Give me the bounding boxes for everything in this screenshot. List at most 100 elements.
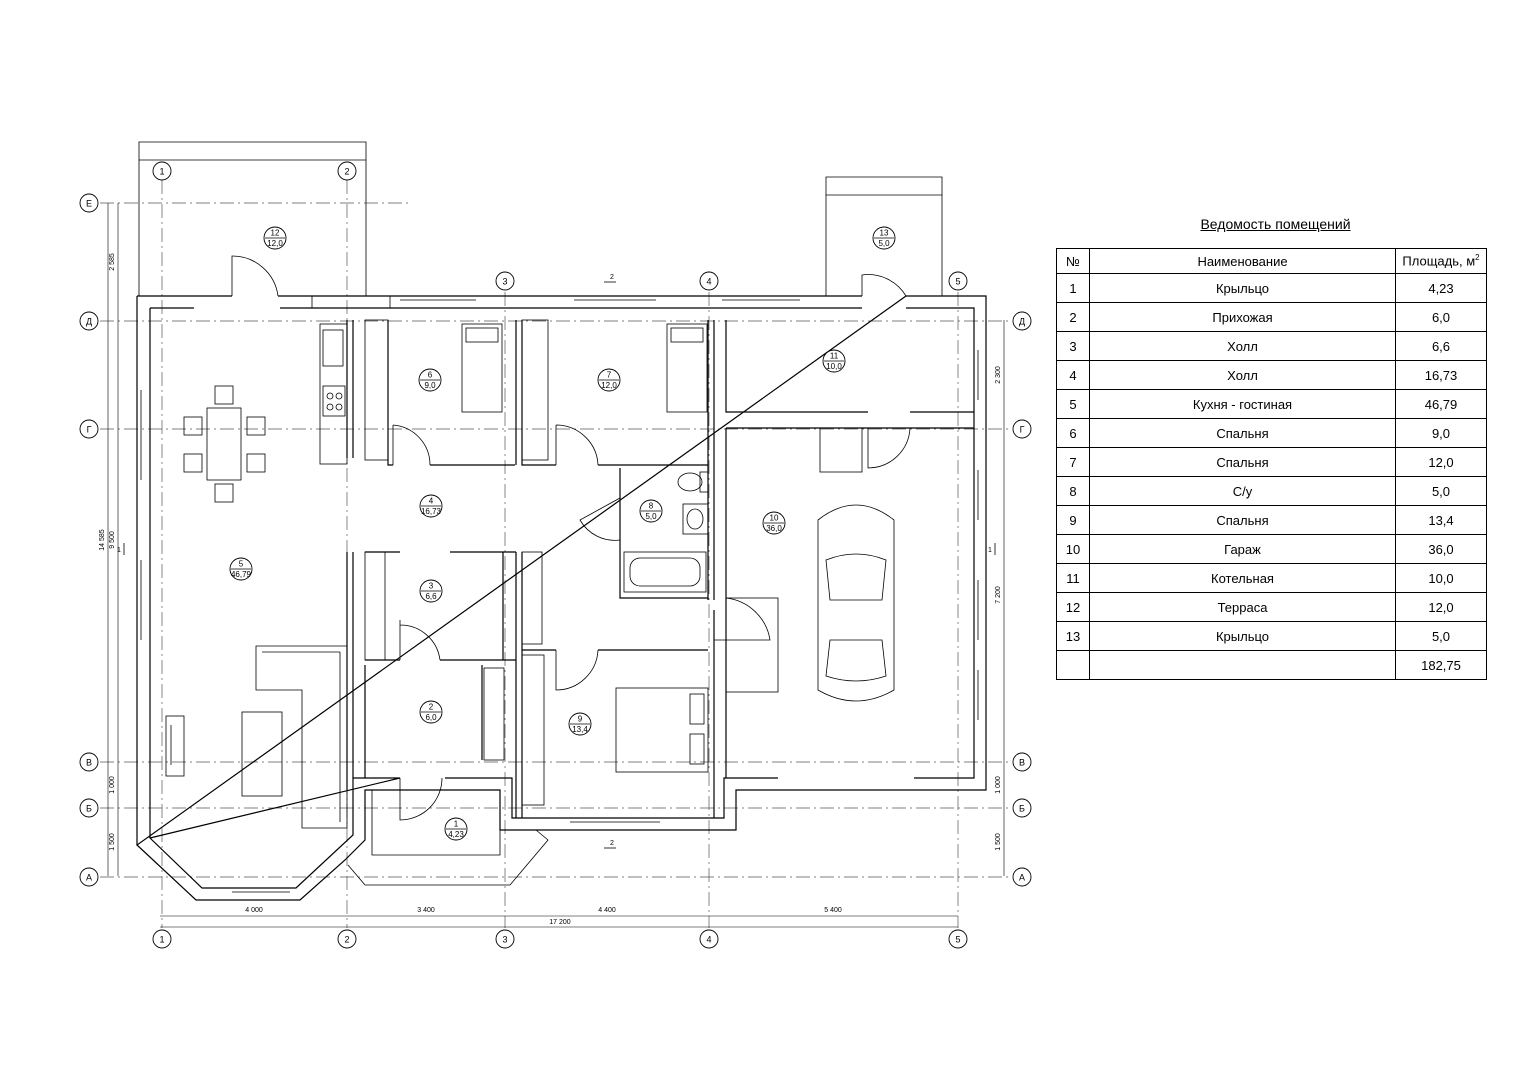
dimension-label: 4 000 — [245, 907, 263, 914]
room-tag-number: 3 — [429, 582, 434, 591]
cell-area: 10,0 — [1395, 563, 1487, 593]
section-mark-label: 2 — [610, 274, 614, 281]
cell-area: 13,4 — [1395, 505, 1487, 535]
dimension-lines — [107, 203, 1005, 928]
axis-label: Д — [1019, 317, 1025, 327]
room-tag-area: 36,0 — [766, 524, 782, 533]
cell-area: 36,0 — [1395, 534, 1487, 564]
cell-area: 12,0 — [1395, 447, 1487, 477]
axis-bubble — [79, 419, 99, 439]
room-tag-number: 4 — [429, 497, 434, 506]
cell-area: 5,0 — [1395, 476, 1487, 506]
dimension-label: 5 400 — [824, 907, 842, 914]
cell-number: 5 — [1056, 389, 1090, 419]
section-mark-label: 1 — [988, 547, 992, 554]
cell-area: 16,73 — [1395, 360, 1487, 390]
axis-label: 4 — [706, 277, 711, 287]
header-number: № — [1056, 248, 1090, 274]
cell-area: 9,0 — [1395, 418, 1487, 448]
cell-name: Крыльцо — [1089, 273, 1396, 303]
cell-number: 4 — [1056, 360, 1090, 390]
cell-empty — [1056, 650, 1090, 680]
cell-number: 3 — [1056, 331, 1090, 361]
doors — [231, 255, 911, 821]
axis-label: 3 — [502, 935, 507, 945]
axis-label: Е — [86, 199, 92, 209]
exterior-walls — [136, 295, 987, 901]
room-tag-number: 1 — [454, 820, 459, 829]
cell-name: Спальня — [1089, 505, 1396, 535]
cell-area: 12,0 — [1395, 592, 1487, 622]
terrace-outline — [138, 141, 367, 296]
axis-label: Б — [1019, 804, 1025, 814]
axis-label: 4 — [706, 935, 711, 945]
axis-bubble — [1012, 798, 1032, 818]
axis-bubble — [337, 161, 357, 181]
axis-bubble — [79, 193, 99, 213]
axis-bubble — [79, 867, 99, 887]
room-tag-number: 11 — [830, 352, 839, 361]
cell-name: Кухня - гостиная — [1089, 389, 1396, 419]
dimension-total-label: 14 585 — [99, 529, 106, 551]
cell-name: Спальня — [1089, 418, 1396, 448]
room-schedule: Ведомость помещений № Наименование Площа… — [1056, 214, 1487, 680]
cell-number: 9 — [1056, 505, 1090, 535]
axis-label: Д — [86, 317, 92, 327]
axis-bubble — [699, 929, 719, 949]
porch-13-outline — [825, 176, 943, 296]
dimension-label: 1 500 — [995, 833, 1002, 851]
axis-bubble — [79, 752, 99, 772]
cell-name: Прихожая — [1089, 302, 1396, 332]
axis-label: 1 — [159, 935, 164, 945]
cell-area: 6,0 — [1395, 302, 1487, 332]
cell-number: 10 — [1056, 534, 1090, 564]
cell-name: Котельная — [1089, 563, 1396, 593]
room-tag-number: 6 — [428, 371, 433, 380]
dimension-label: 4 400 — [598, 907, 616, 914]
axis-label: А — [86, 873, 92, 883]
dimension-total-label: 17 200 — [549, 919, 571, 926]
axis-label: Г — [1020, 425, 1025, 435]
axis-bubble — [152, 929, 172, 949]
axis-label: 2 — [344, 167, 349, 177]
cell-number: 11 — [1056, 563, 1090, 593]
room-tag-area: 46,79 — [231, 570, 252, 579]
axis-bubble — [699, 271, 719, 291]
dimension-label: 3 400 — [417, 907, 435, 914]
dimension-label: 1 500 — [109, 833, 116, 851]
room-tag-area: 12,0 — [601, 381, 617, 390]
section-mark-label: 1 — [117, 547, 121, 554]
dimension-label: 2 300 — [995, 366, 1002, 384]
room-tag-number: 9 — [578, 715, 583, 724]
cell-number: 12 — [1056, 592, 1090, 622]
axis-bubble — [948, 271, 968, 291]
header-area-label: Площадь, м — [1402, 253, 1476, 269]
axis-bubble — [1012, 311, 1032, 331]
axis-bubble — [79, 798, 99, 818]
cell-name: Гараж — [1089, 534, 1396, 564]
cell-number: 2 — [1056, 302, 1090, 332]
schedule-title: Ведомость помещений — [1200, 216, 1351, 232]
cell-name: Холл — [1089, 360, 1396, 390]
furniture — [165, 319, 895, 829]
cell-empty — [1089, 650, 1396, 680]
room-tag-area: 10,0 — [826, 362, 842, 371]
cell-area: 6,6 — [1395, 331, 1487, 361]
axis-bubble — [337, 929, 357, 949]
room-tag-number: 7 — [607, 371, 612, 380]
cell-number: 1 — [1056, 273, 1090, 303]
axis-bubble — [79, 311, 99, 331]
room-tag-area: 9,0 — [424, 381, 436, 390]
room-tag-area: 16,73 — [421, 507, 442, 516]
axis-bubble — [948, 929, 968, 949]
